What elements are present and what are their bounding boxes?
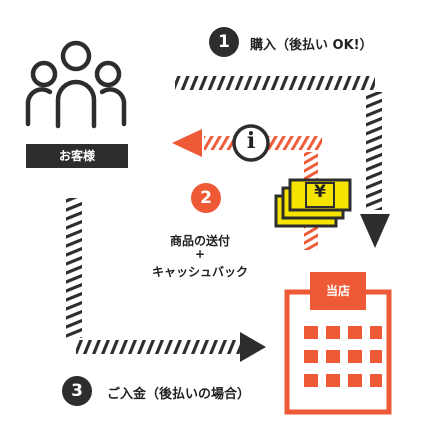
store-label: 当店 [325, 284, 350, 298]
step3-badge: 3 [62, 376, 92, 406]
info-icon [232, 124, 270, 162]
step2-label-line2: キャッシュバック [151, 265, 248, 279]
step2-label-line1: 商品の送付 [169, 234, 230, 248]
store-building-icon [284, 272, 392, 415]
step2-badge: 2 [191, 183, 221, 213]
step3-label: ご入金（後払いの場合） [107, 387, 251, 402]
step1-arrow [175, 76, 390, 248]
customer-label: お客様 [58, 149, 95, 163]
yen-glyph: ¥ [314, 182, 326, 202]
banknotes-icon [274, 178, 352, 228]
step1-badge: 1 [209, 27, 239, 57]
customer-label-bg [26, 144, 128, 168]
info-glyph: i [246, 128, 256, 154]
people-group-icon [25, 40, 127, 129]
step2-label-plus: + [194, 247, 206, 261]
step1-label: 購入（後払い OK!） [250, 38, 373, 53]
step3-arrow [66, 198, 266, 362]
